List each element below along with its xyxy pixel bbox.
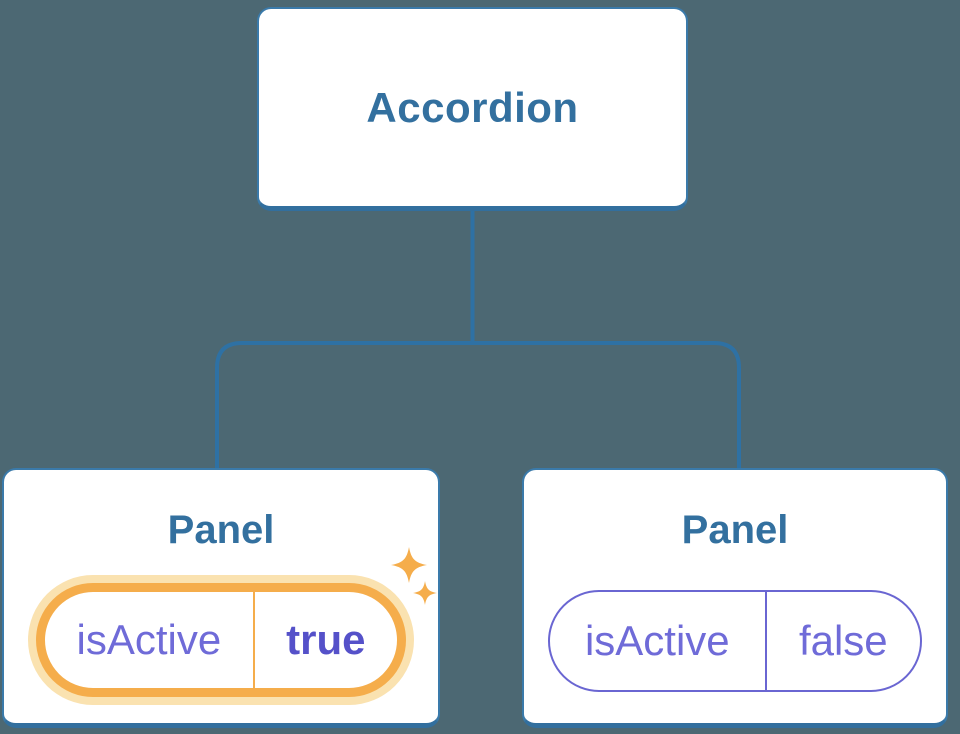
state-name-label: isActive bbox=[76, 616, 222, 663]
state-value-label: false bbox=[798, 617, 888, 664]
accordion-node-label: Accordion bbox=[366, 83, 579, 131]
panel-node-inactive: Panel isActive false bbox=[522, 468, 948, 728]
state-pill-row: isActive false bbox=[524, 590, 946, 692]
pill-divider bbox=[252, 592, 255, 688]
accordion-node: Accordion bbox=[257, 7, 688, 211]
state-name-label: isActive bbox=[584, 617, 730, 664]
connector-branch bbox=[215, 341, 741, 470]
state-pill-active: isActive true bbox=[36, 583, 406, 697]
sparkle-icon bbox=[391, 547, 437, 605]
state-pill-inactive: isActive false bbox=[548, 590, 922, 692]
pill-divider bbox=[764, 592, 767, 690]
state-value-label: true bbox=[286, 616, 366, 663]
state-pill-row: isActive true bbox=[4, 583, 438, 697]
panel-node-active-title: Panel bbox=[167, 508, 275, 552]
panel-node-inactive-title: Panel bbox=[681, 508, 789, 552]
sparkle-small bbox=[413, 581, 437, 605]
sparkle-large bbox=[391, 547, 427, 583]
panel-node-active: Panel isActive true bbox=[2, 468, 440, 728]
